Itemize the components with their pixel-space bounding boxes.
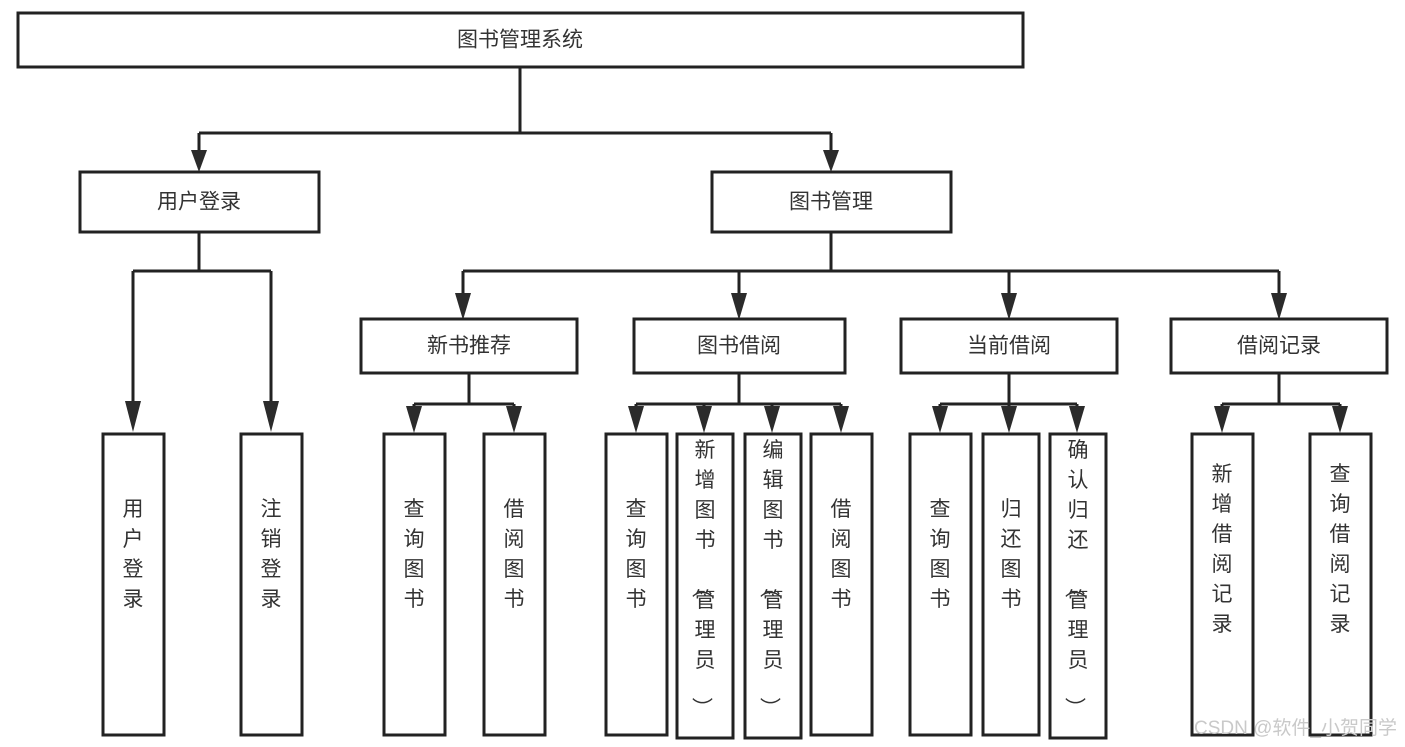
node-current-label: 当前借阅 (967, 335, 1051, 358)
node-root[interactable]: 图书管理系统 (16, 11, 1025, 69)
node-leaf-query-book-2[interactable]: 查询图书 (604, 432, 669, 737)
node-borrow-label: 图书借阅 (697, 335, 781, 358)
arrow-head-leaf-confirm-return (1069, 406, 1085, 433)
node-leaf-query-book-2-box[interactable] (604, 432, 669, 737)
node-leaf-query-book-3[interactable]: 查询图书 (908, 432, 973, 737)
node-records[interactable]: 借阅记录 (1169, 317, 1389, 375)
node-login-label: 用户登录 (157, 191, 241, 214)
node-leaf-add-book-box[interactable] (675, 432, 735, 740)
node-leaf-borrow-book-1-box[interactable] (482, 432, 547, 737)
arrow-head-leaf-query-book-2 (628, 406, 644, 433)
node-leaf-confirm-return[interactable]: 确认归还（管理员） (1048, 432, 1108, 740)
node-records-box[interactable] (1169, 317, 1389, 375)
arrow-head-borrow (731, 293, 747, 320)
arrow-head-leaf-borrow-book-1 (506, 406, 522, 433)
node-leaf-borrow-book-2-label: 借阅图书 (831, 498, 852, 611)
arrow-head-newbook (455, 293, 471, 320)
node-leaf-user-login-label: 用户登录 (123, 498, 144, 611)
node-leaf-add-book[interactable]: 新增图书（管理员） (675, 432, 735, 740)
node-leaf-query-book-3-box[interactable] (908, 432, 973, 737)
node-leaf-user-login[interactable]: 用户登录 (101, 432, 166, 737)
node-bookmgmt[interactable]: 图书管理 (710, 170, 953, 234)
node-bookmgmt-label: 图书管理 (789, 191, 873, 214)
node-current-box[interactable] (899, 317, 1119, 375)
node-login-box[interactable] (78, 170, 321, 234)
node-bookmgmt-box[interactable] (710, 170, 953, 234)
node-records-label: 借阅记录 (1237, 335, 1321, 358)
arrow-head-leaf-return-book (1001, 406, 1017, 433)
node-borrow[interactable]: 图书借阅 (632, 317, 847, 375)
csdn-watermark: CSDN @软件_小贺同学 (1194, 717, 1397, 739)
arrow-head-leaf-user-login (125, 401, 141, 432)
node-newbook[interactable]: 新书推荐 (359, 317, 579, 375)
node-leaf-edit-book[interactable]: 编辑图书（管理员） (743, 432, 803, 740)
node-leaf-user-logout-box[interactable] (239, 432, 304, 737)
node-leaf-user-logout-label: 注销登录 (261, 498, 282, 611)
node-leaf-confirm-return-label: 确认归还（管理员） (1063, 439, 1089, 718)
node-leaf-return-book-box[interactable] (981, 432, 1041, 737)
arrow-head-leaf-query-record (1332, 406, 1348, 433)
node-leaf-add-record-box[interactable] (1190, 432, 1255, 737)
node-leaf-add-record-label: 新增借阅记录 (1212, 463, 1233, 636)
node-login[interactable]: 用户登录 (78, 170, 321, 234)
arrow-head-leaf-add-book (696, 406, 712, 433)
arrow-head-leaf-query-book-3 (932, 406, 948, 433)
node-current[interactable]: 当前借阅 (899, 317, 1119, 375)
node-leaf-user-logout[interactable]: 注销登录 (239, 432, 304, 737)
node-leaf-edit-book-label: 编辑图书（管理员） (758, 439, 784, 718)
node-leaf-query-book-2-label: 查询图书 (626, 498, 647, 611)
node-leaf-query-record-label: 查询借阅记录 (1330, 463, 1351, 636)
arrow-head-login (191, 150, 207, 172)
arrow-head-leaf-edit-book (764, 406, 780, 433)
node-leaf-add-record[interactable]: 新增借阅记录 (1190, 432, 1255, 737)
connector-layer (125, 67, 1348, 433)
node-leaf-confirm-return-box[interactable] (1048, 432, 1108, 740)
arrow-head-leaf-borrow-book-2 (833, 406, 849, 433)
node-leaf-query-book-1[interactable]: 查询图书 (382, 432, 447, 737)
node-root-box[interactable] (16, 11, 1025, 69)
node-leaf-borrow-book-2-box[interactable] (809, 432, 874, 737)
node-borrow-box[interactable] (632, 317, 847, 375)
node-root-label: 图书管理系统 (457, 29, 583, 52)
node-newbook-label: 新书推荐 (427, 335, 511, 358)
arrow-head-bookmgmt (823, 150, 839, 172)
arrow-head-leaf-add-record (1214, 406, 1230, 433)
node-leaf-query-record-box[interactable] (1308, 432, 1373, 737)
node-leaf-user-login-box[interactable] (101, 432, 166, 737)
node-leaf-add-book-label: 新增图书（管理员） (690, 439, 716, 718)
node-leaf-return-book[interactable]: 归还图书 (981, 432, 1041, 737)
node-leaf-edit-book-box[interactable] (743, 432, 803, 740)
node-leaf-return-book-label: 归还图书 (1001, 498, 1022, 611)
arrow-head-leaf-query-book-1 (406, 406, 422, 433)
node-newbook-box[interactable] (359, 317, 579, 375)
node-leaf-borrow-book-2[interactable]: 借阅图书 (809, 432, 874, 737)
arrow-head-leaf-user-logout (263, 401, 279, 432)
node-leaf-query-book-1-box[interactable] (382, 432, 447, 737)
node-leaf-query-book-1-label: 查询图书 (404, 498, 425, 611)
node-leaf-query-record[interactable]: 查询借阅记录 (1308, 432, 1373, 737)
arrow-head-records (1271, 293, 1287, 320)
node-leaf-borrow-book-1[interactable]: 借阅图书 (482, 432, 547, 737)
node-leaf-query-book-3-label: 查询图书 (930, 498, 951, 611)
arrow-head-current (1001, 293, 1017, 320)
node-leaf-borrow-book-1-label: 借阅图书 (504, 498, 525, 611)
